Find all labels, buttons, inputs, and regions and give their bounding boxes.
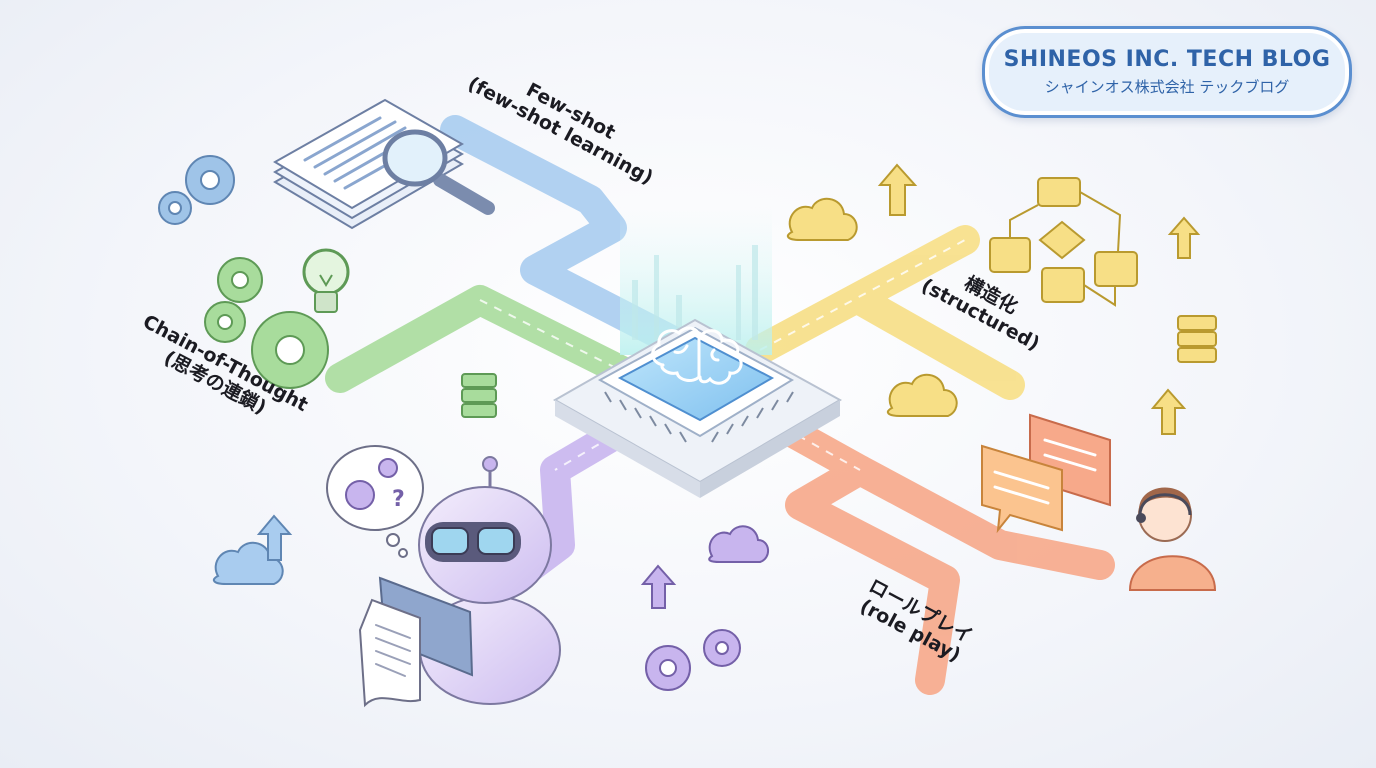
blog-badge: SHINEOS INC. TECH BLOG シャインオス株式会社 テックブログ [982, 26, 1352, 118]
thought-bubble-icon: ? [326, 445, 424, 558]
database-stack-icon [1177, 315, 1217, 363]
flowchart-icon [989, 177, 1138, 307]
robot-icon [358, 456, 561, 708]
lightbulb-icon [302, 248, 350, 313]
cloud-upload-icon [786, 198, 958, 417]
magnifier-icon [382, 129, 495, 215]
badge-subtitle: シャインオス株式会社 テックブログ [1044, 78, 1290, 96]
glow-bars [632, 245, 758, 340]
up-arrow-icon [877, 163, 1201, 435]
database-stack-icon [461, 373, 497, 418]
gear-icon [158, 155, 235, 225]
gear-icon [204, 257, 329, 389]
badge-title: SHINEOS INC. TECH BLOG [1003, 47, 1331, 72]
path-few-shot [440, 115, 715, 370]
svg-text:?: ? [392, 487, 405, 512]
gear-icon [645, 629, 741, 691]
cloud-upload-icon [708, 525, 769, 563]
support-agent-icon [1128, 487, 1217, 591]
chat-bubbles-icon [981, 413, 1111, 534]
brain-icon [651, 326, 743, 385]
up-arrow-icon [256, 514, 293, 561]
up-arrow-icon [640, 564, 677, 609]
